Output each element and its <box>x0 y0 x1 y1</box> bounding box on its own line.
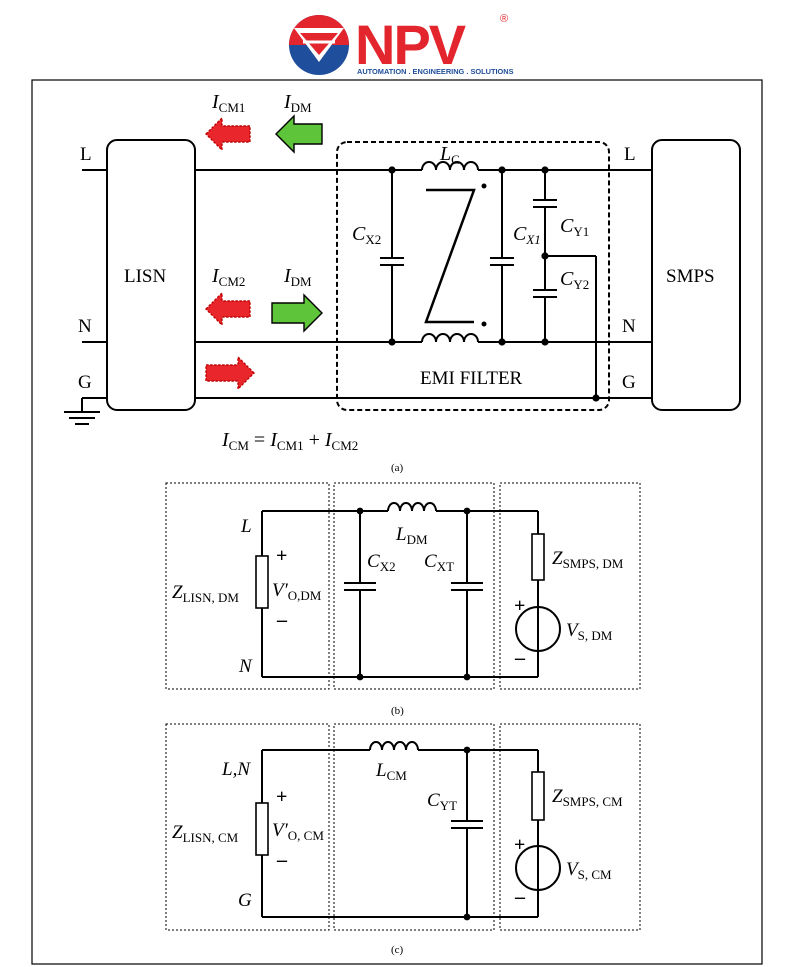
lc-label: LC <box>439 143 460 167</box>
panel-c-lcm-label: LCM <box>375 760 407 783</box>
panel-b-zlisn-label: ZLISN, DM <box>172 582 239 605</box>
icm2-label: ICM2 <box>211 265 245 289</box>
icm-equation: ICM = ICM1 + ICM2 <box>221 429 358 453</box>
emi-filter-label: EMI FILTER <box>420 368 523 389</box>
cx1-capacitor <box>490 170 514 342</box>
cx1-label: CX1 <box>513 223 541 247</box>
icm1-arrow <box>205 116 251 152</box>
panel-b-minus: – <box>276 609 288 631</box>
panel-b-plus: + <box>276 545 287 567</box>
cy-capacitors <box>533 170 597 398</box>
panel-c-source-plus: + <box>514 834 525 856</box>
panel-c-cyt-label: CYT <box>427 790 457 813</box>
idm-arrow-mid <box>271 293 323 333</box>
line-g-label: G <box>78 372 92 393</box>
lc-inductor-bottom <box>421 333 479 343</box>
zsmps-dm-resistor <box>531 533 545 581</box>
panel-c-vs-label: VS, CM <box>566 859 612 882</box>
icm1-label: ICM1 <box>211 91 245 115</box>
panel-b-vs-label: VS, DM <box>566 620 613 643</box>
caption-b: (b) <box>391 705 404 717</box>
panel-c-filter-box <box>333 723 495 931</box>
panel-b-cx2-label: CX2 <box>367 551 396 574</box>
smps-g-label: G <box>622 372 636 393</box>
cy1-label: CY1 <box>560 215 589 239</box>
panel-b-vo-label: V′O,DM <box>272 580 322 603</box>
npv-logo-emblem <box>289 15 349 75</box>
idm-mid-label: IDM <box>283 265 312 289</box>
npv-logo-tagline: AUTOMATION . ENGINEERING . SOLUTIONS <box>357 67 514 76</box>
lisn-label: LISN <box>124 266 167 287</box>
cy2-label: CY2 <box>560 268 589 292</box>
npv-logo-wordmark: NPV <box>355 13 466 76</box>
line-n-label: N <box>78 316 92 337</box>
ldm-inductor <box>387 502 437 512</box>
cx2-capacitor <box>380 170 404 342</box>
panel-c <box>165 723 641 931</box>
panel-a <box>64 139 741 425</box>
zlisn-cm-resistor <box>255 802 269 856</box>
figure-frame <box>31 79 763 965</box>
idm-arrow-top <box>275 114 323 154</box>
smps-n-label: N <box>622 316 636 337</box>
panel-b-cxt-label: CXT <box>424 551 454 574</box>
panel-b-node-n: N <box>238 656 253 677</box>
panel-b-filter-box <box>333 482 495 690</box>
caption-c: (c) <box>391 944 404 956</box>
panel-c-node-g: G <box>238 890 252 911</box>
panel-c-zlisn-label: ZLISN, CM <box>172 822 239 845</box>
panel-c-source-minus: – <box>514 886 526 908</box>
panel-b-lisn-box <box>165 482 330 690</box>
icm-ground-arrow <box>205 355 255 391</box>
ground-symbol <box>64 398 100 425</box>
panel-b-node-l: L <box>240 516 252 537</box>
cx2-label: CX2 <box>352 223 381 247</box>
panel-c-smps-box <box>499 723 641 931</box>
panel-b-smps-box <box>499 482 641 690</box>
panel-b-ldm-label: LDM <box>395 524 428 547</box>
lc-inductor-top <box>421 161 479 171</box>
panel-c-minus: – <box>276 849 288 871</box>
line-l-label: L <box>80 144 92 165</box>
idm-top-label: IDM <box>283 91 312 115</box>
panel-b <box>165 482 641 690</box>
panel-b-source-minus: – <box>514 647 526 669</box>
panel-c-node-ln: L,N <box>221 759 251 780</box>
lcm-inductor <box>369 741 419 751</box>
icm2-arrow <box>205 291 251 327</box>
panel-c-lisn-box <box>165 723 330 931</box>
registered-mark: ® <box>500 13 508 25</box>
lisn-box <box>106 139 196 411</box>
panel-c-vo-label: V′O, CM <box>272 820 324 843</box>
panel-c-plus: + <box>276 786 287 808</box>
smps-label: SMPS <box>666 266 715 287</box>
smps-l-label: L <box>624 144 636 165</box>
npv-logo: NPV ® AUTOMATION . ENGINEERING . SOLUTIO… <box>289 13 514 76</box>
smps-box <box>651 139 741 411</box>
lc-core-coupling <box>424 188 476 324</box>
caption-a: (a) <box>391 462 404 474</box>
panel-c-zsmps-label: ZSMPS, CM <box>552 786 623 809</box>
emi-filter-box <box>336 141 610 411</box>
zsmps-cm-resistor <box>531 771 545 821</box>
zlisn-dm-resistor <box>255 555 269 609</box>
panel-b-source-plus: + <box>514 595 525 617</box>
panel-b-zsmps-label: ZSMPS, DM <box>552 548 624 571</box>
